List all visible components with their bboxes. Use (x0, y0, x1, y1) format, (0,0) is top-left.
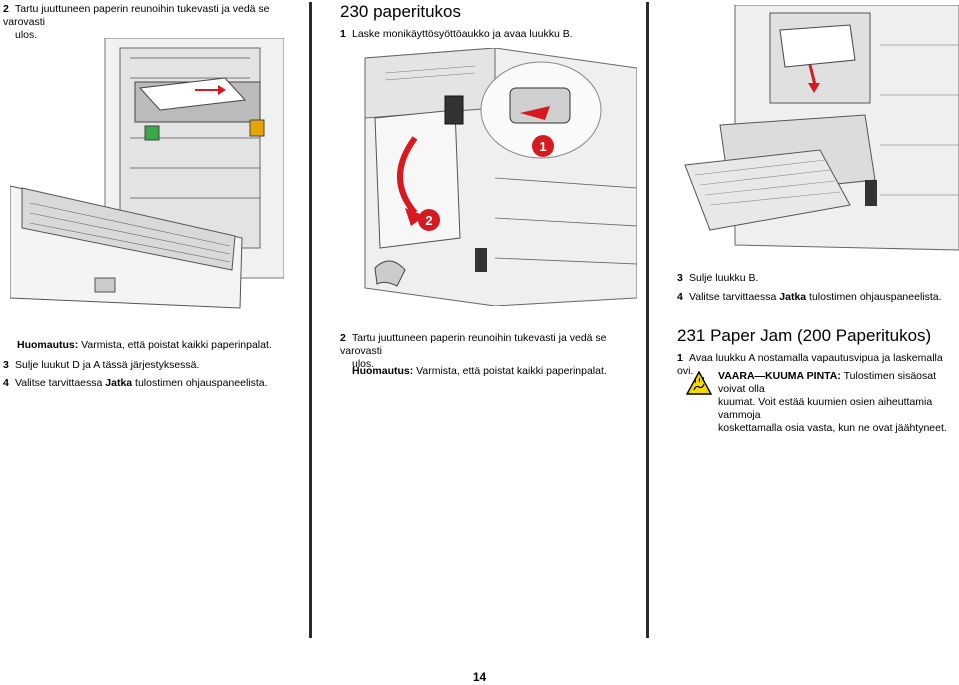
note-label: Huomautus: (352, 365, 414, 377)
col3-step4: 4 Valitse tarvittaessa Jatka tulostimen o… (677, 291, 957, 304)
step-number: 3 (677, 272, 683, 284)
col1-step4: 4 Valitse tarvittaessa Jatka tulostimen o… (3, 377, 303, 390)
callout-1-label: 1 (539, 139, 546, 154)
step-text: Sulje luukut D ja A tässä järjestyksessä… (15, 359, 200, 371)
column-divider-left (309, 2, 312, 638)
continue-label: Jatka (105, 377, 133, 389)
warning-text: koskettamalla osia vasta, kun ne ovat jä… (718, 422, 947, 434)
note-text: Varmista, että poistat kaikki paperinpal… (413, 365, 607, 377)
step-number: 1 (677, 352, 683, 364)
step-text: tulostimen ohjauspaneelista. (806, 291, 942, 303)
col1-note: Huomautus: Varmista, että poistat kaikki… (17, 339, 307, 352)
col2-note: Huomautus: Varmista, että poistat kaikki… (352, 365, 637, 378)
col3-step3: 3 Sulje luukku B. (677, 272, 957, 285)
step-number: 1 (340, 28, 346, 40)
warning-text: kuumat. Voit estää kuumien osien aiheutt… (718, 396, 933, 421)
callout-2-label: 2 (425, 213, 432, 228)
figure-paper-jam-door-b (680, 5, 959, 257)
step-text: Tartu juuttuneen paperin reunoihin tukev… (340, 332, 607, 357)
callout-2-circle (418, 209, 440, 231)
figure-printer-door-d-open (10, 38, 284, 313)
step-number: 4 (3, 377, 9, 389)
step-text: Valitse tarvittaessa (15, 377, 106, 389)
continue-label: Jatka (779, 291, 807, 303)
step-text: Valitse tarvittaessa (689, 291, 780, 303)
section-title-230: 230 paperitukos (340, 2, 461, 21)
step-text: tulostimen ohjauspaneelista. (132, 377, 268, 389)
column-divider-right (646, 2, 649, 638)
col2-step1: 1 Laske monikäyttösyöttöaukko ja avaa luu… (340, 28, 640, 41)
warning-label: VAARA—KUUMA PINTA: (718, 370, 841, 382)
warning-text: Tulostimen sisäosat voivat olla (718, 370, 937, 395)
step-text: Avaa luukku A nostamalla vapautusvipua j… (677, 352, 943, 377)
note-text: Varmista, että poistat kaikki paperinpal… (78, 339, 272, 351)
step-number: 2 (3, 3, 9, 15)
figure-open-door-b: 2 1 (345, 48, 637, 306)
col1-step3: 3 Sulje luukut D ja A tässä järjestyksess… (3, 359, 303, 372)
step-number: 2 (340, 332, 346, 344)
step-text-cont: ulos. (15, 29, 38, 41)
step-number: 4 (677, 291, 683, 303)
warning-triangle-icon (686, 371, 712, 395)
step-text: Laske monikäyttösyöttöaukko ja avaa luuk… (352, 28, 573, 40)
note-label: Huomautus: (17, 339, 79, 351)
step-text-cont: ulos. (352, 358, 375, 370)
section-title-231: 231 Paper Jam (200 Paperitukos) (677, 326, 932, 345)
step-text: Sulje luukku B. (689, 272, 759, 284)
step-number: 3 (3, 359, 9, 371)
callout-1-circle (532, 135, 554, 157)
page-number: 14 (472, 670, 487, 684)
step-text: Tartu juuttuneen paperin reunoihin tukev… (3, 3, 270, 28)
